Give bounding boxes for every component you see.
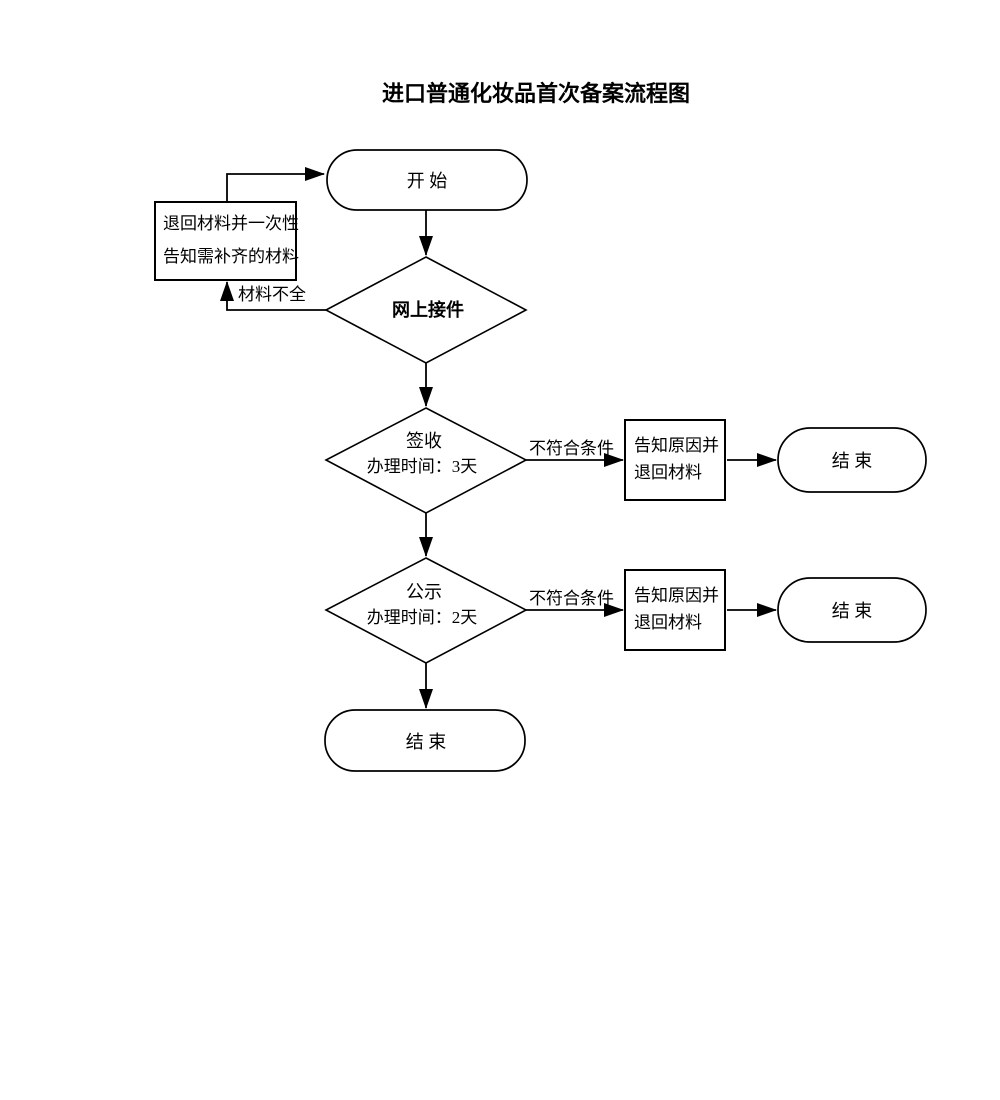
edge-returnbox-to-start (226, 167, 325, 202)
start-node (326, 149, 528, 211)
end-node-final (324, 709, 526, 772)
publicity-label-line2: 办理时间：2天 (367, 608, 478, 627)
publicity-label-line1: 公示 (406, 582, 442, 602)
notify-return-box-2 (624, 569, 726, 651)
page-title: 进口普通化妆品首次备案流程图 (382, 81, 690, 106)
end-final-label: 结 束 (406, 732, 447, 752)
not-qualified-label-1: 不符合条件 (529, 439, 614, 458)
end-node-1 (777, 427, 927, 493)
return-materials-line1: 退回材料并一次性 (163, 214, 299, 233)
notify-return-2-line2: 退回材料 (634, 613, 702, 632)
not-qualified-label-2: 不符合条件 (529, 589, 614, 608)
edge-online-receive-to-returnbox (220, 281, 326, 311)
notify-return-2-line1: 告知原因并 (634, 586, 719, 605)
publicity-diamond (324, 557, 528, 664)
online-receive-diamond (324, 256, 528, 364)
online-receive-label: 网上接件 (392, 299, 464, 320)
end-node-2 (777, 577, 927, 643)
end-2-label: 结 束 (832, 601, 873, 621)
sign-diamond (324, 407, 528, 514)
notify-return-box-1 (624, 419, 726, 501)
notify-return-1-line1: 告知原因并 (634, 436, 719, 455)
notify-return-1-line2: 退回材料 (634, 463, 702, 482)
sign-label-line1: 签收 (406, 431, 442, 451)
return-materials-box (154, 201, 297, 281)
end-1-label: 结 束 (832, 451, 873, 471)
sign-label-line2: 办理时间：3天 (367, 457, 478, 476)
start-label: 开 始 (407, 171, 448, 191)
return-materials-line2: 告知需补齐的材料 (163, 247, 299, 266)
incomplete-materials-label: 材料不全 (238, 285, 306, 304)
